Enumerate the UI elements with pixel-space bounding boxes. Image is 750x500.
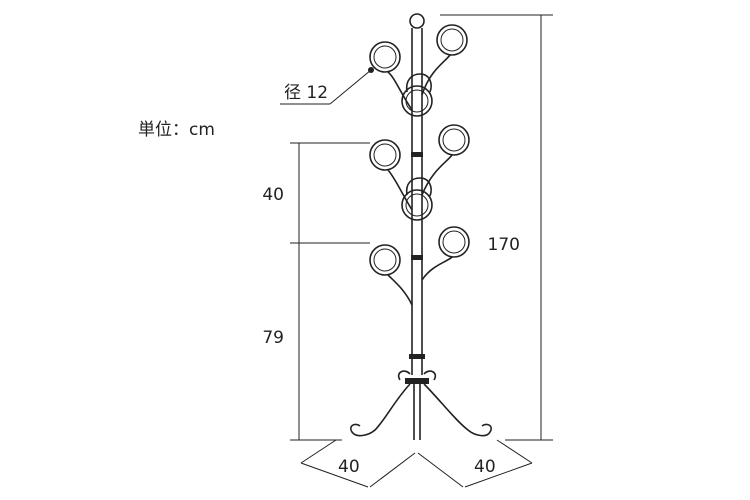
label-base-right: 40 — [474, 457, 496, 477]
center-pole — [405, 13, 429, 384]
pole-band — [411, 152, 423, 157]
dimension-ring-diameter: 径 12 — [280, 67, 374, 105]
hook-rings — [369, 24, 470, 306]
label-bottom-height: 79 — [262, 328, 284, 348]
pole-band — [409, 354, 425, 359]
dimension-base-left: 40 — [300, 439, 416, 488]
dimension-total-height: 170 — [440, 14, 553, 441]
label-hook-spacing: 40 — [262, 185, 284, 205]
base-legs — [350, 370, 492, 440]
dimension-base-right: 40 — [417, 439, 533, 488]
pole-finial — [409, 13, 425, 29]
unit-label: 単位：cm — [138, 120, 215, 140]
label-ring-diameter: 径 12 — [284, 83, 328, 103]
pole-band — [411, 255, 423, 260]
dimension-bottom-height: 79 — [262, 243, 342, 441]
label-total-height: 170 — [488, 235, 520, 255]
label-base-left: 40 — [338, 457, 360, 477]
base-collar — [405, 378, 429, 384]
dimension-hook-spacing: 40 — [262, 142, 370, 244]
